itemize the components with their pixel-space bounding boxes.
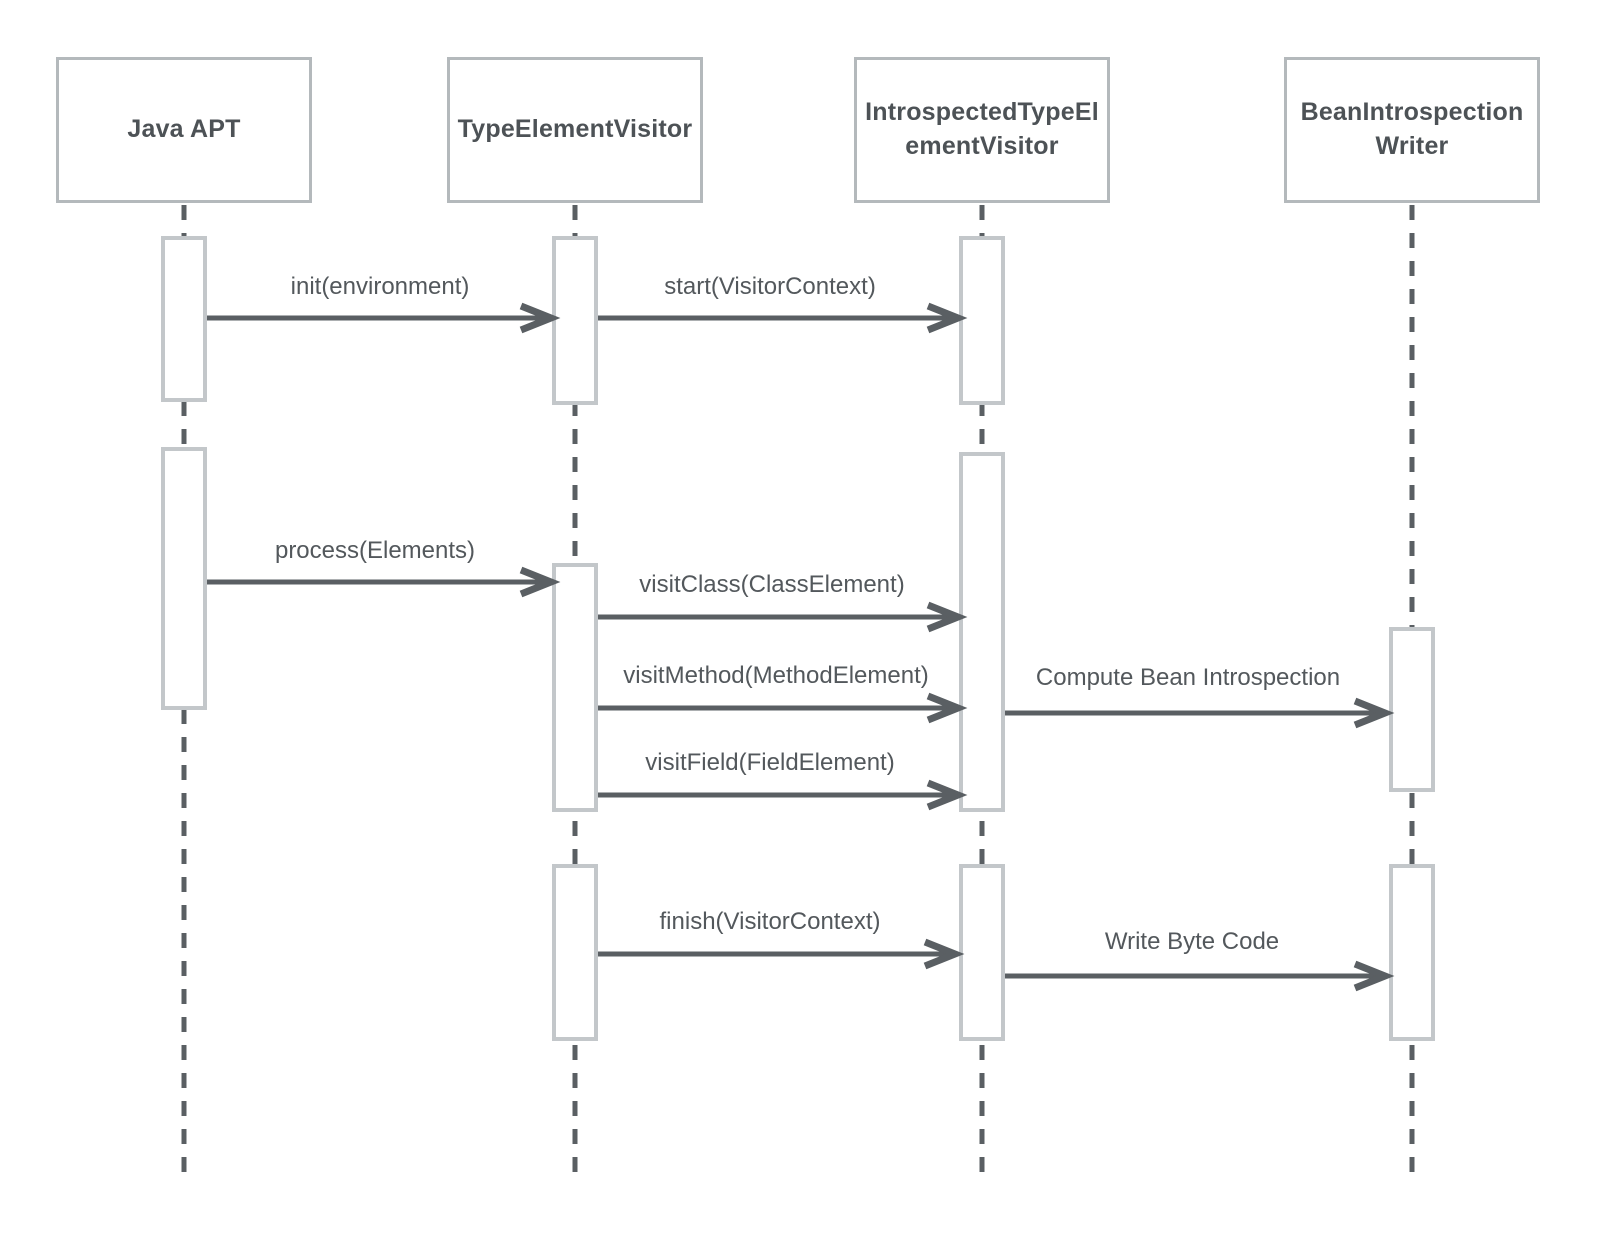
message-arrow-visit-class xyxy=(598,601,968,633)
message-label-finish: finish(VisitorContext) xyxy=(659,908,881,935)
message-label-start: start(VisitorContext) xyxy=(664,273,876,300)
message-arrow-visit-method xyxy=(598,692,968,724)
activation-bar xyxy=(959,864,1005,1041)
activation-bar xyxy=(552,563,598,812)
message-label-process: process(Elements) xyxy=(274,537,476,564)
participant-java-apt: Java APT xyxy=(56,57,312,203)
activation-bar xyxy=(959,452,1005,812)
activation-bar xyxy=(1389,864,1435,1041)
participant-label: IntrospectedTypeEl ementVisitor xyxy=(865,98,1099,160)
message-label-visit-field: visitField(FieldElement) xyxy=(645,749,895,776)
message-arrow-init xyxy=(207,302,561,334)
message-arrow-visit-field xyxy=(598,779,968,811)
message-arrow-write-byte-code xyxy=(1005,960,1395,992)
message-label-write-byte-code: Write Byte Code xyxy=(1104,928,1280,955)
message-label-init: init(environment) xyxy=(290,273,470,300)
participant-label: BeanIntrospection Writer xyxy=(1300,98,1524,160)
participant-bean-introspection-writer: BeanIntrospection Writer xyxy=(1284,57,1540,203)
activation-bar xyxy=(1389,627,1435,792)
message-label-compute-bean-introspection: Compute Bean Introspection xyxy=(1035,664,1341,691)
activation-bar xyxy=(959,236,1005,405)
activation-bar xyxy=(161,236,207,402)
message-arrow-start xyxy=(598,302,968,334)
participant-label: TypeElementVisitor xyxy=(457,115,693,144)
message-label-visit-method: visitMethod(MethodElement) xyxy=(623,662,929,689)
participant-type-element-visitor: TypeElementVisitor xyxy=(447,57,703,203)
message-arrow-finish xyxy=(598,938,965,970)
activation-bar xyxy=(552,236,598,405)
activation-bar xyxy=(552,864,598,1041)
message-label-visit-class: visitClass(ClassElement) xyxy=(639,571,905,598)
message-arrow-compute-bean-introspection xyxy=(1005,697,1395,729)
message-arrow-process xyxy=(207,566,561,598)
activation-bar xyxy=(161,447,207,710)
participant-introspected-type-element-visitor: IntrospectedTypeEl ementVisitor xyxy=(854,57,1110,203)
participant-label: Java APT xyxy=(127,115,241,144)
